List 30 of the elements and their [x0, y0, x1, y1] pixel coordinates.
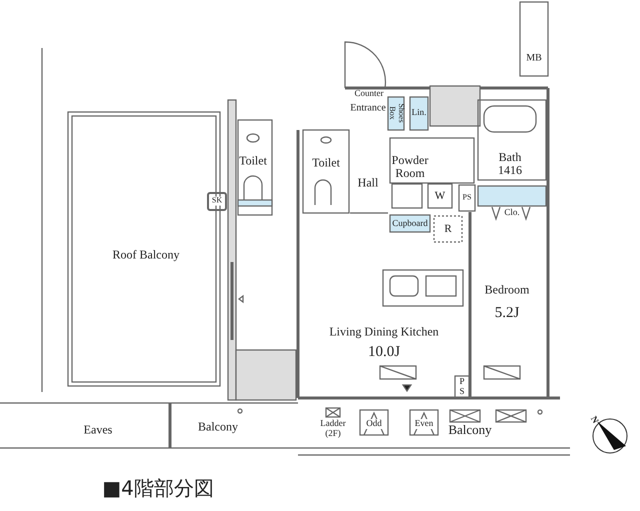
room-label: Lin. [410, 108, 428, 118]
room-label: Toilet [311, 156, 341, 170]
room-label: Roof Balcony [112, 248, 180, 262]
room-label: W [434, 190, 446, 202]
compass-label: N [588, 413, 601, 427]
room-label: Balcony [447, 422, 493, 438]
room-label: Counter [354, 89, 384, 99]
area-label: 5.2J [494, 304, 520, 322]
room-label: Clo. [503, 208, 521, 218]
room-label: Living Dining Kitchen [328, 325, 440, 339]
room-label: Shoes Box [387, 102, 405, 125]
room-label: P S [458, 377, 466, 397]
room-label: Ladder (2F) [319, 419, 347, 439]
room-label: Bedroom [484, 283, 530, 297]
area-label: 10.0J [366, 344, 402, 360]
room-label: Powder Room [390, 154, 430, 180]
room-label: Entrance [349, 102, 387, 114]
room-label: SK [210, 196, 224, 206]
room-label: Odd [365, 419, 383, 429]
room-label: PS [462, 194, 472, 202]
room-label: R [443, 222, 453, 236]
room-label: Cupboard [391, 219, 429, 229]
room-label: Balcony [197, 420, 239, 434]
room-label: Toilet [238, 154, 268, 168]
room-label: Even [414, 419, 434, 429]
room-label: Bath 1416 [497, 150, 523, 178]
room-label: Hall [356, 176, 380, 190]
room-label: Eaves [82, 423, 114, 437]
room-label: MB [525, 52, 543, 64]
floor-title: ■4階部分図 [102, 477, 214, 499]
